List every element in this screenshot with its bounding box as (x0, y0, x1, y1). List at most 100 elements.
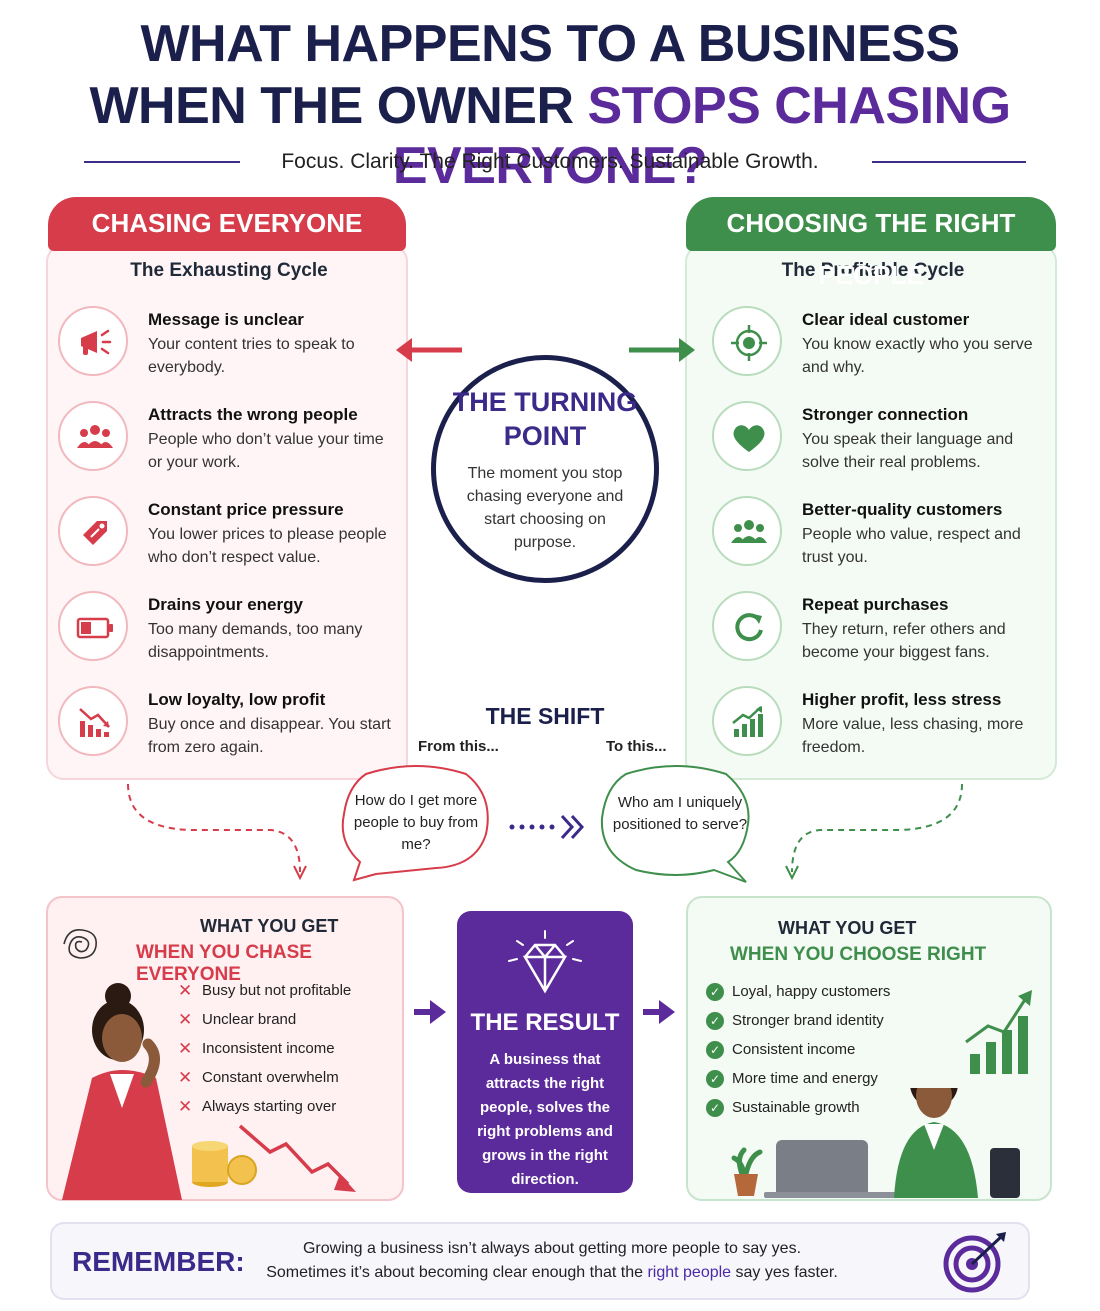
turning-point-text: The moment you stop chasing everyone and… (466, 465, 624, 551)
check-icon: ✓ (706, 983, 724, 1001)
choose-get-heading-1: WHAT YOU GET (778, 918, 917, 938)
downward-trend-arrow-icon (238, 1124, 356, 1192)
choosing-right-people-panel: The Profitable Cycle Clear ideal custome… (685, 244, 1057, 780)
left-arrow-icon (396, 338, 462, 362)
item-heading: Clear ideal customer (802, 310, 970, 329)
diamond-icon (508, 930, 582, 994)
heart-icon (712, 401, 782, 471)
list-item: Inconsistent income (202, 1040, 335, 1057)
remember-line-2-suffix: say yes faster. (731, 1264, 838, 1281)
list-item: Stronger connection You speak their lang… (712, 401, 1052, 481)
item-text: Your content tries to speak to everybody… (148, 336, 355, 376)
list-item: Low loyalty, low profit Buy once and dis… (58, 686, 403, 766)
arrow-to-choose-icon (643, 1000, 675, 1024)
chase-get-heading-2: WHEN YOU CHASE EVERYONE (136, 942, 312, 985)
remember-line-2-prefix: Sometimes it’s about becoming clear enou… (266, 1264, 648, 1281)
list-item: Better-quality customers People who valu… (712, 496, 1052, 576)
right-people-highlight: right people (647, 1264, 732, 1281)
remember-text: Growing a business isn’t always about ge… (232, 1237, 872, 1285)
dashed-connector-left (127, 783, 307, 881)
choose-get-heading-2: WHEN YOU CHOOSE RIGHT (730, 944, 987, 965)
check-icon: ✓ (706, 1012, 724, 1030)
list-item: Constant overwhelm (202, 1069, 339, 1086)
subtitle-rule-right (872, 161, 1026, 163)
title-accent: STOPS CHASING EVERYONE? (392, 77, 1011, 195)
to-speech-bubble (600, 765, 750, 883)
list-item: Constant price pressure You lower prices… (58, 496, 403, 576)
main-title-line-2: WHEN THE OWNER STOPS CHASING EVERYONE? (0, 76, 1100, 196)
turning-title-line-1: THE TURNING (452, 387, 638, 417)
item-text: You speak their language and solve their… (802, 431, 1014, 471)
arrow-to-result-icon (414, 1000, 446, 1024)
shift-title: THE SHIFT (485, 703, 605, 729)
subtitle-rule-left (84, 161, 240, 163)
result-title: THE RESULT (470, 1009, 620, 1036)
to-label: To this... (606, 738, 667, 755)
remember-line-1: Growing a business isn’t always about ge… (302, 1240, 802, 1257)
refresh-cycle-icon (712, 591, 782, 661)
item-text: You know exactly who you serve and why. (802, 336, 1033, 376)
check-icon: ✓ (706, 1070, 724, 1088)
chasing-everyone-panel: The Exhausting Cycle Message is unclear … (46, 244, 408, 780)
from-speech-bubble (341, 765, 489, 882)
turning-title-line-2: POINT (503, 421, 587, 451)
target-crosshair-icon (712, 306, 782, 376)
list-item: Message is unclear Your content tries to… (58, 306, 403, 386)
list-item: Repeat purchases They return, refer othe… (712, 591, 1052, 671)
stressed-woman-illustration (62, 983, 182, 1200)
item-text: People who don’t value your time or your… (148, 431, 384, 471)
item-text: You lower prices to please people who do… (148, 526, 387, 566)
item-heading: Low loyalty, low profit (148, 690, 326, 709)
item-heading: Attracts the wrong people (148, 405, 358, 424)
remember-banner: REMEMBER: Growing a business isn’t alway… (50, 1222, 1030, 1300)
growth-bars-icon (965, 990, 1032, 1074)
choosing-right-people-banner: CHOOSING THE RIGHT PEOPLE (686, 197, 1056, 290)
remember-line-2: Sometimes it’s about becoming clear enou… (232, 1261, 872, 1285)
x-icon: ✕ (178, 1010, 193, 1029)
result-card: THE RESULT A business that attracts the … (457, 911, 633, 1193)
list-item: Unclear brand (202, 1011, 297, 1028)
growth-chart-icon (712, 686, 782, 756)
low-battery-icon (58, 591, 128, 661)
item-text: Too many demands, too many disappointmen… (148, 621, 363, 661)
turning-point-title: THE TURNING POINT (436, 385, 654, 453)
item-text: Buy once and disappear. You start from z… (148, 716, 391, 756)
item-heading: Higher profit, less stress (802, 690, 1002, 709)
item-text: They return, refer others and become you… (802, 621, 1006, 661)
list-item: Higher profit, less stress More value, l… (712, 686, 1052, 766)
exhausting-cycle-title: The Exhausting Cycle (130, 260, 328, 281)
list-item: Attracts the wrong people People who don… (58, 401, 403, 481)
list-item: More time and energy (732, 1070, 878, 1087)
item-heading: Drains your energy (148, 595, 303, 614)
price-tag-icon (58, 496, 128, 566)
item-text: People who value, respect and trust you. (802, 526, 1021, 566)
shift-arrow-icon (509, 814, 585, 840)
scribble-stress-icon (63, 928, 98, 959)
choose-outcomes-card: WHAT YOU GET WHEN YOU CHOOSE RIGHT ✓ Loy… (686, 896, 1052, 1201)
people-group-icon (58, 401, 128, 471)
list-item: Stronger brand identity (732, 1012, 884, 1029)
item-heading: Stronger connection (802, 405, 969, 424)
x-icon: ✕ (178, 981, 193, 1000)
turning-point-circle: THE TURNING POINT The moment you stop ch… (431, 355, 659, 583)
from-question: How do I get more people to buy from me? (353, 792, 479, 853)
list-item: Consistent income (732, 1041, 856, 1058)
happy-woman-illustration (731, 1088, 1020, 1198)
title-prefix: WHEN THE OWNER (89, 77, 588, 135)
chase-outcomes-card: WHAT YOU GET WHEN YOU CHASE EVERYONE ✕ B… (46, 896, 404, 1201)
check-icon: ✓ (706, 1099, 724, 1117)
item-heading: Better-quality customers (802, 500, 1003, 519)
dashed-connector-right (785, 783, 963, 881)
right-arrow-icon (629, 338, 695, 362)
item-heading: Constant price pressure (148, 500, 344, 519)
list-item: Drains your energy Too many demands, too… (58, 591, 403, 671)
check-icon: ✓ (706, 1041, 724, 1059)
list-item: Loyal, happy customers (732, 983, 891, 1000)
to-question: Who am I uniquely positioned to serve? (612, 794, 748, 833)
item-heading: Repeat purchases (802, 595, 949, 614)
coin-stack-icon (192, 1141, 257, 1187)
list-item: Always starting over (202, 1098, 337, 1115)
x-icon: ✕ (178, 1068, 193, 1087)
list-item: Busy but not profitable (202, 982, 352, 999)
list-item: Sustainable growth (732, 1099, 860, 1116)
